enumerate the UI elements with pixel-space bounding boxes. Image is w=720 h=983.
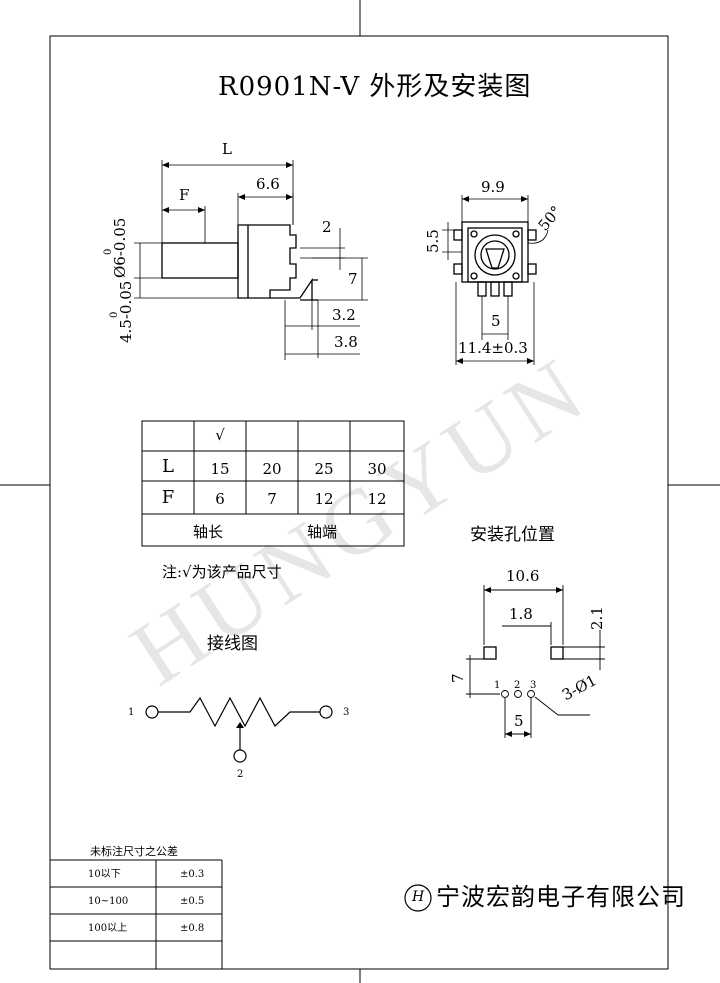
dim-L: L	[222, 140, 232, 158]
dim-F: F	[179, 186, 190, 204]
dim-shaft-diameter-tol: 0	[103, 248, 114, 255]
company-name: 宁波宏韵电子有限公司	[436, 883, 686, 911]
wiring-schematic	[145, 696, 333, 763]
dim-height-4-5: 4.5-0.05	[117, 280, 135, 343]
dim-height-4-5-tol: 0	[109, 311, 120, 318]
dim-9-9: 9.9	[481, 178, 505, 196]
spec-L-25: 25	[314, 460, 334, 478]
mount-dim-7: 7	[449, 673, 467, 683]
spec-F-12a: 12	[314, 490, 334, 508]
mount-dim-1-8: 1.8	[509, 605, 533, 623]
mount-pin-2: 2	[514, 680, 521, 691]
mount-dim-10-6: 10.6	[506, 567, 540, 585]
spec-F-7: 7	[267, 490, 277, 508]
side-view	[161, 224, 318, 301]
mount-pin-3: 3	[530, 680, 537, 691]
drawing-title: R0901N-V 外形及安装图	[218, 72, 532, 102]
spec-check-mark: √	[215, 426, 225, 444]
dim-7-side: 7	[348, 270, 358, 288]
spec-row-L-label: L	[162, 456, 174, 477]
spec-F-6: 6	[215, 490, 225, 508]
wiring-title: 接线图	[207, 634, 258, 654]
mount-dim-5: 5	[514, 712, 524, 730]
dim-6-6: 6.6	[256, 175, 280, 193]
tolerance-title: 未标注尺寸之公差	[90, 845, 178, 858]
tol-value-3: ±0.8	[180, 923, 205, 934]
note: 注:√为该产品尺寸	[162, 563, 282, 581]
wiring-pin-1: 1	[128, 707, 135, 718]
mounting-drawing	[466, 585, 605, 738]
spec-L-30: 30	[367, 460, 387, 478]
tol-value-1: ±0.3	[180, 869, 205, 880]
spec-row-F-label: F	[161, 487, 175, 508]
side-arrows	[162, 162, 293, 213]
dim-5-5: 5.5	[424, 229, 442, 253]
front-dimensions	[442, 195, 549, 365]
dim-5-front: 5	[491, 312, 501, 330]
spec-table-grid	[141, 420, 405, 547]
spec-L-20: 20	[262, 460, 282, 478]
dim-3-2: 3.2	[332, 306, 356, 324]
front-arrows	[456, 196, 534, 364]
wiring-pin-3: 3	[343, 707, 350, 718]
tolerance-table-grid	[50, 859, 223, 969]
company-logo-frame	[404, 884, 432, 912]
mount-dim-2-1: 2.1	[588, 606, 606, 630]
dim-3-8: 3.8	[334, 333, 358, 351]
wiring-pin-2: 2	[237, 769, 244, 780]
spec-footer-shaft-length: 轴长	[192, 523, 223, 541]
tol-range-1: 10以下	[88, 869, 121, 880]
dim-11-4: 11.4±0.3	[458, 339, 528, 357]
side-view-dimensions	[134, 160, 368, 360]
dim-shaft-diameter: Ø6-0.05	[111, 217, 129, 278]
front-view	[453, 221, 537, 297]
spec-footer-shaft-end: 轴端	[306, 523, 337, 541]
drawing-border	[49, 35, 669, 970]
spec-L-15: 15	[210, 460, 230, 478]
dim-2: 2	[322, 218, 332, 236]
mounting-title: 安装孔位置	[470, 525, 555, 545]
tol-range-2: 10~100	[88, 896, 129, 907]
mount-pin-1: 1	[494, 680, 501, 691]
company-logo: H	[412, 889, 425, 905]
spec-F-12b: 12	[367, 490, 387, 508]
mounting-arrows	[484, 587, 563, 737]
tol-range-3: 100以上	[88, 923, 128, 934]
tol-value-2: ±0.5	[180, 896, 205, 907]
